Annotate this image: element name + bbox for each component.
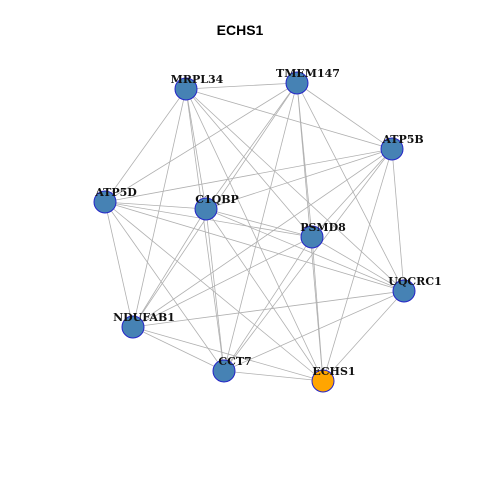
edge-tmem147-atp5d — [104, 82, 298, 203]
edge-mrpl34-cct7 — [185, 88, 225, 372]
node-label-atp5b: ATP5B — [381, 133, 423, 146]
edge-atp5d-echs1 — [104, 201, 324, 382]
node-cct7 — [212, 359, 236, 383]
edge-psmd8-cct7 — [223, 236, 313, 372]
edge-atp5b-cct7 — [223, 148, 393, 372]
edge-mrpl34-psmd8 — [185, 88, 313, 238]
graph-title: ECHS1 — [217, 22, 264, 38]
edge-atp5d-cct7 — [104, 201, 225, 372]
node-label-mrpl34: MRPL34 — [171, 73, 224, 86]
edge-ndufab1-echs1 — [132, 326, 324, 382]
edge-psmd8-echs1 — [311, 236, 324, 382]
node-label-ndufab1: NDUFAB1 — [113, 311, 175, 324]
edge-tmem147-c1qbp — [205, 82, 298, 210]
node-psmd8 — [300, 225, 324, 249]
node-atp5d — [93, 190, 117, 214]
edge-c1qbp-psmd8 — [205, 208, 313, 238]
edge-atp5b-uqcrc1 — [391, 148, 405, 292]
edge-mrpl34-atp5d — [104, 88, 187, 203]
edge-tmem147-atp5b — [296, 82, 393, 150]
node-c1qbp — [194, 197, 218, 221]
node-label-tmem147: TMEM147 — [276, 67, 340, 80]
edge-atp5d-uqcrc1 — [104, 201, 405, 292]
edge-c1qbp-echs1 — [205, 208, 324, 382]
node-label-cct7: CCT7 — [218, 355, 251, 368]
edge-uqcrc1-cct7 — [223, 290, 405, 372]
node-echs1 — [311, 369, 335, 393]
edge-atp5d-ndufab1 — [104, 201, 134, 328]
node-atp5b — [380, 137, 404, 161]
edge-atp5b-atp5d — [104, 148, 393, 203]
node-label-atp5d: ATP5D — [94, 186, 137, 199]
node-label-psmd8: PSMD8 — [300, 221, 346, 234]
edge-psmd8-uqcrc1 — [311, 236, 405, 292]
edge-c1qbp-uqcrc1 — [205, 208, 405, 292]
edge-atp5b-echs1 — [322, 148, 393, 382]
edge-mrpl34-tmem147 — [185, 82, 298, 90]
edge-mrpl34-c1qbp — [185, 88, 207, 210]
edge-ndufab1-cct7 — [132, 326, 225, 372]
edge-c1qbp-ndufab1 — [132, 208, 207, 328]
edge-atp5d-c1qbp — [104, 201, 207, 210]
edge-uqcrc1-ndufab1 — [132, 290, 405, 328]
edge-mrpl34-atp5b — [185, 88, 393, 150]
node-tmem147 — [285, 71, 309, 95]
edge-mrpl34-uqcrc1 — [185, 88, 405, 292]
edge-mrpl34-ndufab1 — [132, 88, 187, 328]
nodes-layer — [93, 71, 416, 393]
edge-uqcrc1-echs1 — [322, 290, 405, 382]
edge-tmem147-cct7 — [223, 82, 298, 372]
edge-atp5b-ndufab1 — [132, 148, 393, 328]
edge-atp5b-c1qbp — [205, 148, 393, 210]
node-mrpl34 — [174, 77, 198, 101]
edges-layer — [104, 82, 405, 382]
edge-cct7-echs1 — [223, 370, 324, 382]
edge-tmem147-uqcrc1 — [296, 82, 405, 292]
node-uqcrc1 — [392, 279, 416, 303]
node-label-c1qbp: C1QBP — [195, 193, 239, 206]
node-label-echs1: ECHS1 — [312, 365, 355, 378]
node-ndufab1 — [121, 315, 145, 339]
edge-c1qbp-cct7 — [205, 208, 225, 372]
edge-atp5b-psmd8 — [311, 148, 393, 238]
node-label-uqcrc1: UQCRC1 — [388, 275, 441, 288]
edge-psmd8-ndufab1 — [132, 236, 313, 328]
